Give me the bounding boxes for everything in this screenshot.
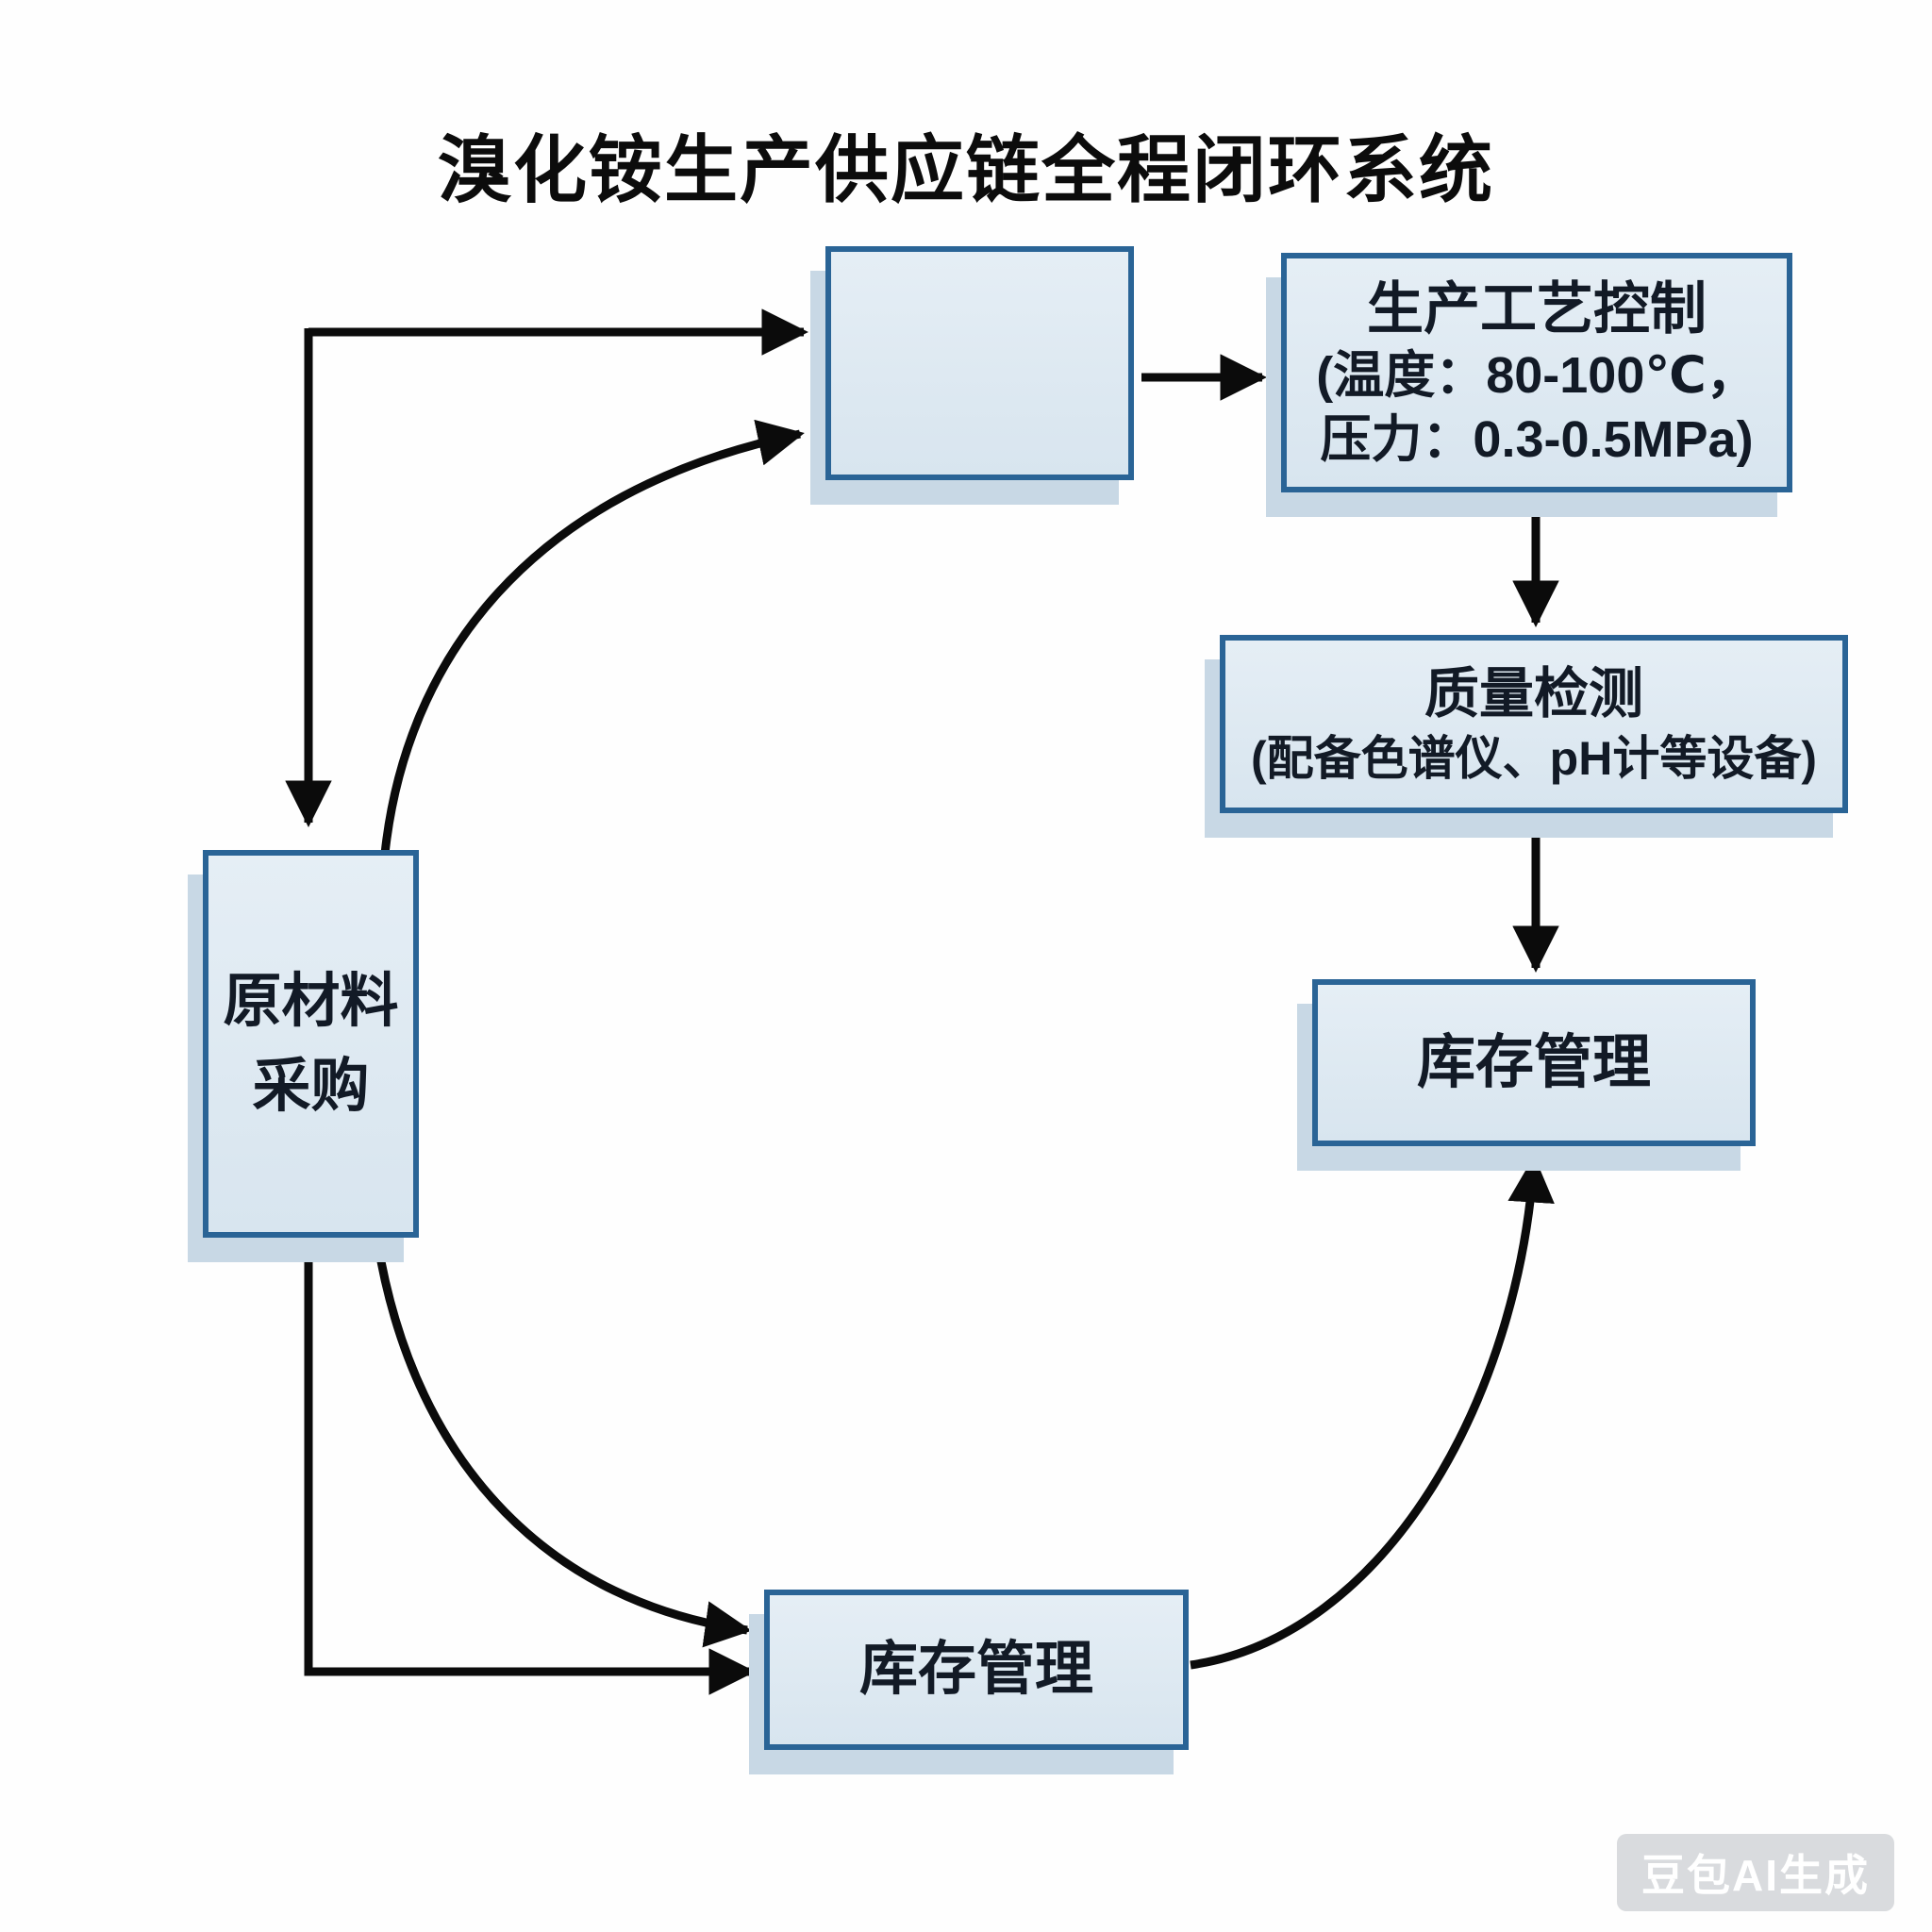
node-raw-material-line2: 采购 xyxy=(252,1053,370,1119)
arrow-raw-material-to-production xyxy=(380,419,805,855)
arrow-raw-material-curve-to-inventory-bottom xyxy=(373,1240,752,1648)
node-inventory-right-label: 库存管理 xyxy=(1416,1029,1651,1095)
node-raw-material: 原材料 采购 xyxy=(203,850,419,1238)
node-inventory-bottom: 库存管理 xyxy=(764,1590,1189,1750)
arrow-inventory-bottom-to-inventory-right xyxy=(1190,1156,1555,1670)
node-process-control-title: 生产工艺控制 xyxy=(1367,277,1707,341)
node-process-control-line2: 压力：0.3-0.5MPa) xyxy=(1320,410,1754,468)
node-process-control-line1: (温度：80-100℃， xyxy=(1316,347,1757,404)
node-quality-check-subtitle: (配备色谱仪、pH计等设备) xyxy=(1251,731,1817,785)
node-process-control: 生产工艺控制 (温度：80-100℃， 压力：0.3-0.5MPa) xyxy=(1281,253,1792,492)
node-quality-check: 质量检测 (配备色谱仪、pH计等设备) xyxy=(1220,635,1848,813)
node-production xyxy=(825,246,1134,480)
watermark-badge: 豆包AI生成 xyxy=(1617,1834,1894,1911)
node-inventory-bottom-label: 库存管理 xyxy=(858,1637,1093,1703)
arrow-raw-material-elbow-to-inventory-bottom xyxy=(304,1241,756,1695)
diagram-title: 溴化铵生产供应链全程闭环系统 xyxy=(437,128,1494,211)
node-raw-material-line1: 原材料 xyxy=(223,968,399,1034)
node-inventory-right: 库存管理 xyxy=(1312,979,1756,1146)
node-quality-check-title: 质量检测 xyxy=(1424,663,1643,724)
